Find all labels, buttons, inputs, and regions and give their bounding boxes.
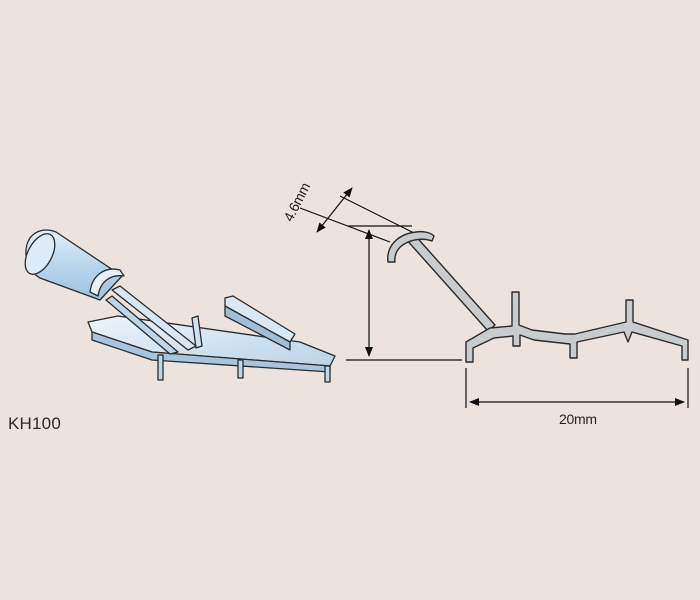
profile-diagonal-arm: [404, 231, 496, 332]
iso-inner-fin: [191, 315, 203, 349]
angle-ext-1: [299, 207, 391, 243]
cross-section-profile: [387, 230, 689, 363]
width-dimension-label: 20mm: [559, 411, 597, 427]
iso-foot-3: [324, 365, 331, 383]
model-label: KH100: [8, 414, 61, 433]
iso-fin-side: [224, 305, 291, 351]
iso-cap: [89, 268, 125, 297]
iso-rod-end: [24, 233, 56, 275]
isometric-profile-view: [24, 229, 336, 383]
iso-foot-2: [237, 359, 244, 379]
dimension-lines: [299, 187, 689, 408]
iso-fin: [224, 295, 296, 343]
iso-diagonal-web: [111, 285, 197, 351]
profile-cap: [387, 230, 435, 263]
iso-diagonal-web-2: [105, 295, 179, 355]
angle-arrow: [316, 187, 353, 233]
profile-base: [465, 291, 689, 363]
iso-foot-1: [157, 354, 164, 381]
